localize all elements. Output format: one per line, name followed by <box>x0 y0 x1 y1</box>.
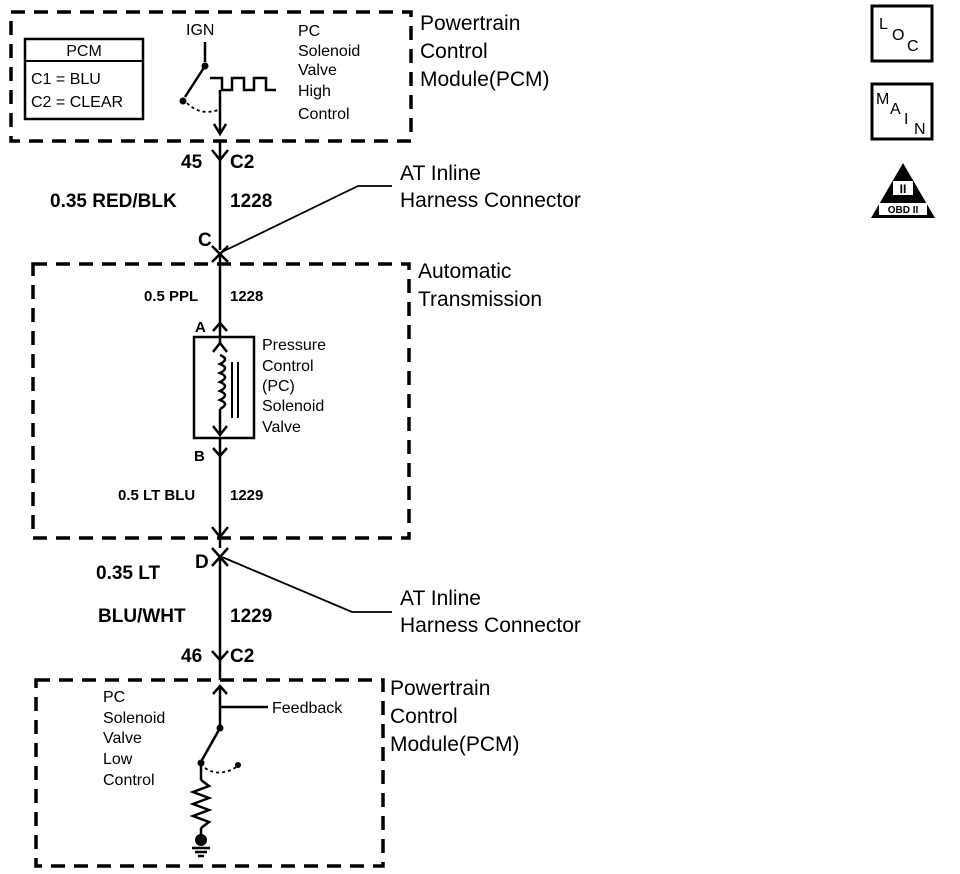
pcm-top-box <box>9 10 413 143</box>
pcm-top-title-line-1: Powertrain <box>420 12 520 35</box>
pcm-bottom-title-1: Powertrain <box>390 677 490 700</box>
wire-1229-bottom <box>211 547 229 680</box>
pcm-top-signal-line-5: Control <box>298 106 350 123</box>
wire-bottom-color-2: BLU/WHT <box>98 606 186 627</box>
solenoid-label-5: Valve <box>262 419 301 436</box>
pcm-bottom-signal-4: Low <box>103 751 133 768</box>
main-icon[interactable]: M A I N <box>870 82 934 141</box>
svg-text:I: I <box>904 111 908 128</box>
wire-bottom-color-1: 0.35 LT <box>96 563 160 584</box>
callout-top <box>221 185 392 253</box>
pcm-bottom-signal-1: PC <box>103 689 125 706</box>
svg-text:N: N <box>914 121 926 138</box>
svg-text:OBD II: OBD II <box>888 205 919 216</box>
pc-solenoid-symbol <box>192 323 256 440</box>
pin-a: A <box>195 319 206 336</box>
inline-pin-c: C <box>198 230 212 251</box>
inline-pin-d: D <box>195 552 209 573</box>
solenoid-label-1: Pressure <box>262 337 326 354</box>
pcm-bottom-box <box>34 678 385 868</box>
wire-bottom-circuit: 1229 <box>230 606 272 627</box>
pcm-top-signal-line-1: PC <box>298 23 320 40</box>
pcm-bottom-driver-symbol <box>189 684 268 858</box>
wire-1228-top <box>211 141 229 325</box>
pcm-top-signal-line-2: Solenoid <box>298 43 360 60</box>
transmission-title-2: Transmission <box>418 288 542 311</box>
pin-b: B <box>194 448 205 465</box>
feedback-label: Feedback <box>272 700 343 717</box>
connector-bottom-id: C2 <box>230 646 254 667</box>
pcm-legend-line-2: C2 = CLEAR <box>31 94 123 111</box>
svg-text:II: II <box>900 182 907 196</box>
ign-label: IGN <box>186 22 214 39</box>
inline-top-label-1: AT Inline <box>400 162 481 185</box>
wire-1229-color: 0.5 LT BLU <box>118 487 195 504</box>
svg-text:C: C <box>907 38 919 55</box>
svg-text:A: A <box>890 101 901 118</box>
inline-top-label-2: Harness Connector <box>400 189 581 212</box>
pcm-legend-title: PCM <box>66 43 102 60</box>
connector-top-pin: 45 <box>181 152 203 173</box>
pcm-bottom-signal-2: Solenoid <box>103 710 165 727</box>
solenoid-label-3: (PC) <box>262 378 295 395</box>
ign-switch-symbol <box>179 42 276 137</box>
pcm-bottom-signal-3: Valve <box>103 730 142 747</box>
loc-icon[interactable]: L O C <box>870 4 934 63</box>
inline-bottom-label-1: AT Inline <box>400 587 481 610</box>
connector-top-id: C2 <box>230 152 254 173</box>
wire-top-circuit: 1228 <box>230 191 272 212</box>
solenoid-label-4: Solenoid <box>262 398 324 415</box>
wire-1228-circuit: 1228 <box>230 288 263 305</box>
pcm-legend-line-1: C1 = BLU <box>31 71 101 88</box>
solenoid-label-2: Control <box>262 358 314 375</box>
pcm-top-signal-line-4: High <box>298 83 331 100</box>
pcm-bottom-title-2: Control <box>390 705 458 728</box>
wire-1228-color: 0.5 PPL <box>144 288 198 305</box>
pcm-top-signal-line-3: Valve <box>298 62 337 79</box>
pcm-bottom-signal-5: Control <box>103 772 155 789</box>
pcm-top-title-line-3: Module(PCM) <box>420 68 550 91</box>
transmission-title-1: Automatic <box>418 260 511 283</box>
svg-text:L: L <box>879 16 888 33</box>
svg-text:O: O <box>892 27 904 44</box>
connector-bottom-pin: 46 <box>181 646 202 667</box>
wire-1229-circuit: 1229 <box>230 487 263 504</box>
inline-bottom-label-2: Harness Connector <box>400 614 581 637</box>
obd-ii-icon[interactable]: II OBD II <box>871 163 935 218</box>
pcm-bottom-title-3: Module(PCM) <box>390 733 520 756</box>
wire-top-color: 0.35 RED/BLK <box>50 191 177 212</box>
callout-bottom <box>221 556 392 613</box>
pcm-connector-legend: PCM C1 = BLU C2 = CLEAR <box>23 37 145 121</box>
pcm-top-title-line-2: Control <box>420 40 488 63</box>
svg-text:M: M <box>876 91 889 108</box>
